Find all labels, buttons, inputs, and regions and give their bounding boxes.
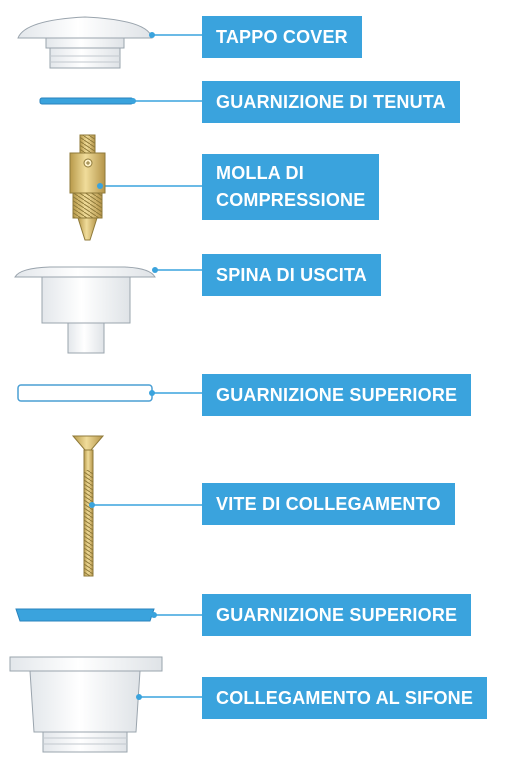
- label-molla-di-compressione: MOLLA DI COMPRESSIONE: [202, 154, 380, 220]
- label-guarnizione-superiore-2: GUARNIZIONE SUPERIORE: [202, 594, 472, 636]
- connecting-screw-icon: [71, 435, 105, 577]
- label-spina-di-uscita: SPINA DI USCITA: [202, 254, 382, 296]
- label-tappo-cover: TAPPO COVER: [202, 16, 362, 58]
- connector-lines: [92, 34, 202, 698]
- label-vite-di-collegamento: VITE DI COLLEGAMENTO: [202, 483, 455, 525]
- outlet-pin-icon: [14, 266, 158, 354]
- upper-gasket-flat-icon: [15, 608, 157, 622]
- sealing-gasket-icon: [39, 97, 136, 105]
- label-guarnizione-superiore-1: GUARNIZIONE SUPERIORE: [202, 374, 472, 416]
- upper-gasket-ring-icon: [17, 384, 155, 402]
- siphon-connector-icon: [9, 656, 163, 753]
- cap-cover-icon: [17, 16, 155, 69]
- label-guarnizione-di-tenuta: GUARNIZIONE DI TENUTA: [202, 81, 460, 123]
- compression-spring-icon: [69, 134, 106, 241]
- label-collegamento-al-sifone: COLLEGAMENTO AL SIFONE: [202, 677, 488, 719]
